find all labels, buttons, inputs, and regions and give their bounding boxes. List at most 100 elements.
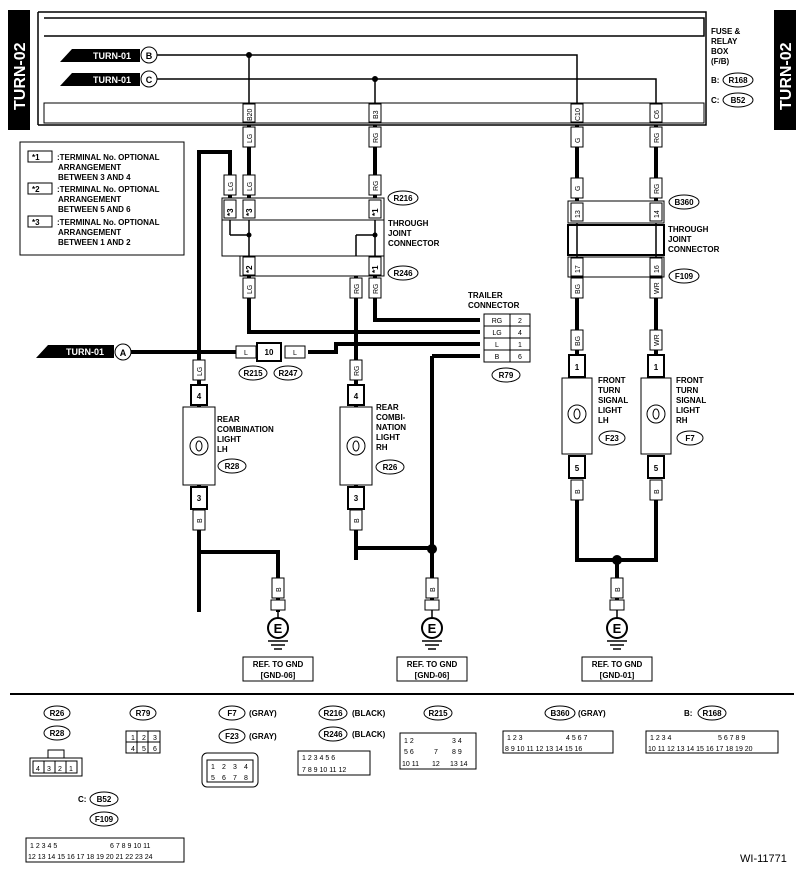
svg-text:2: 2 — [222, 764, 226, 771]
side-tab-left: TURN-02 — [8, 10, 30, 130]
svg-text:7: 7 — [233, 775, 237, 782]
svg-text:(BLACK): (BLACK) — [352, 730, 386, 739]
svg-text:E: E — [613, 621, 622, 636]
svg-text:C10: C10 — [575, 108, 582, 121]
diagram-id: WI-11771 — [740, 853, 787, 865]
svg-text:6: 6 — [518, 354, 522, 361]
svg-text:1: 1 — [131, 735, 135, 742]
svg-text:LG: LG — [197, 367, 204, 376]
wire-tags-left: LG LG LG RG RG LG RG RG LG RG B B — [192, 126, 382, 531]
svg-text:4: 4 — [197, 392, 202, 401]
svg-text:B: B — [654, 489, 661, 494]
svg-text:R216: R216 — [323, 709, 343, 718]
svg-text:6: 6 — [222, 775, 226, 782]
turn01-c-arrow: TURN-01 C — [60, 70, 158, 88]
svg-text:F109: F109 — [675, 272, 694, 281]
svg-text:B3: B3 — [373, 110, 380, 119]
svg-text:A: A — [120, 348, 127, 358]
svg-text:5: 5 — [654, 464, 659, 473]
svg-text:13 14: 13 14 — [450, 761, 468, 768]
svg-text:C: C — [146, 75, 153, 85]
svg-text:1 2 3 4 5 6: 1 2 3 4 5 6 — [302, 755, 335, 762]
svg-text:WR: WR — [654, 282, 661, 294]
svg-text:3: 3 — [47, 766, 51, 773]
svg-text:3: 3 — [197, 494, 202, 503]
svg-text:5: 5 — [211, 775, 215, 782]
svg-text:B: B — [146, 51, 153, 61]
svg-text:4: 4 — [354, 392, 359, 401]
svg-text:C:: C: — [78, 795, 86, 804]
svg-text:TURN-01: TURN-01 — [66, 347, 104, 357]
svg-text:R168: R168 — [728, 76, 748, 85]
svg-text:B:: B: — [711, 76, 719, 85]
svg-text:4: 4 — [244, 764, 248, 771]
svg-text:3: 3 — [233, 764, 237, 771]
svg-text:LG: LG — [228, 182, 235, 191]
svg-text:10 11 12 13 14 15 16 17 18 19: 10 11 12 13 14 15 16 17 18 19 20 — [648, 746, 753, 753]
svg-text:TURN-02: TURN-02 — [778, 42, 795, 110]
svg-text:3: 3 — [153, 735, 157, 742]
turn01-a-arrow: TURN-01 A — [36, 343, 132, 361]
svg-text:8: 8 — [244, 775, 248, 782]
svg-text:*1: *1 — [371, 208, 380, 216]
svg-text:R79: R79 — [136, 709, 151, 718]
svg-text:R246: R246 — [323, 730, 343, 739]
svg-text:[GND-06]: [GND-06] — [415, 671, 450, 680]
svg-text:REF. TO GND: REF. TO GND — [407, 660, 458, 669]
svg-text:1: 1 — [211, 764, 215, 771]
svg-text:*1: *1 — [371, 265, 380, 273]
svg-text:*3: *3 — [226, 208, 235, 216]
svg-text:R28: R28 — [50, 729, 65, 738]
svg-text:G: G — [575, 186, 582, 191]
svg-text:3 4: 3 4 — [452, 738, 462, 745]
svg-text:TURN-02: TURN-02 — [12, 42, 29, 110]
svg-text:7: 7 — [434, 749, 438, 756]
ground-2: B E REF. TO GND [GND-06] — [396, 577, 468, 682]
svg-text:*2: *2 — [32, 185, 40, 194]
svg-text:10: 10 — [265, 348, 274, 357]
svg-text:B360: B360 — [550, 709, 570, 718]
svg-text:B52: B52 — [731, 96, 746, 105]
svg-text:RG: RG — [354, 366, 361, 377]
svg-text:F23: F23 — [225, 732, 239, 741]
svg-text:E: E — [428, 621, 437, 636]
svg-text:1: 1 — [518, 342, 522, 349]
svg-text:5 6: 5 6 — [404, 749, 414, 756]
svg-text:6: 6 — [153, 746, 157, 753]
svg-text:REF. TO GND: REF. TO GND — [592, 660, 643, 669]
svg-text:B: B — [430, 587, 437, 592]
svg-text:B: B — [495, 354, 500, 361]
turn01-b-arrow: TURN-01 B — [60, 46, 158, 64]
svg-text:B: B — [575, 489, 582, 494]
svg-text:16: 16 — [654, 265, 661, 273]
svg-text:*2: *2 — [245, 265, 254, 273]
ground-3: B E REF. TO GND [GND-01] — [581, 577, 653, 682]
svg-text:C6: C6 — [654, 110, 661, 119]
svg-text:R28: R28 — [225, 462, 240, 471]
svg-text:1 2 3: 1 2 3 — [507, 735, 523, 742]
svg-text:12: 12 — [432, 761, 440, 768]
svg-text:12 13 14 15 16 17 18 19 20 21: 12 13 14 15 16 17 18 19 20 21 22 23 24 — [28, 854, 153, 861]
svg-text:F23: F23 — [605, 434, 619, 443]
svg-text:L: L — [293, 350, 297, 357]
svg-text:REF. TO GND: REF. TO GND — [253, 660, 304, 669]
inline-connector-r215-r247: L 10 L R215 R247 — [235, 342, 306, 381]
svg-text:F7: F7 — [227, 709, 237, 718]
svg-text:RG: RG — [354, 284, 361, 295]
svg-text:3: 3 — [354, 494, 359, 503]
svg-text:B: B — [276, 587, 283, 592]
svg-text:F109: F109 — [95, 815, 114, 824]
svg-text:R79: R79 — [499, 371, 514, 380]
svg-text:B: B — [354, 518, 361, 523]
